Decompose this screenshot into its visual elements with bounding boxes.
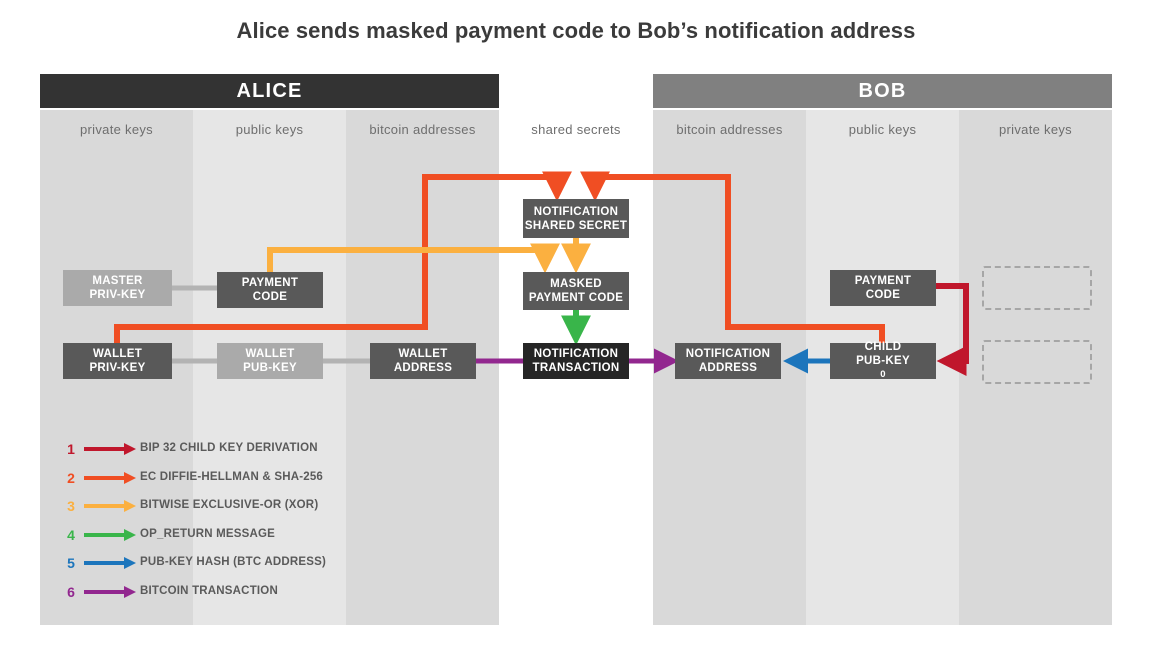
node-alice-wallet-address[interactable]: WALLET ADDRESS: [370, 343, 476, 379]
legend-number-2: 2: [67, 469, 75, 486]
node-bob-private-key-placeholder-1: [982, 266, 1092, 310]
legend-arrow-opreturn: [84, 528, 136, 541]
column-bob-private-keys: [959, 110, 1112, 625]
node-alice-wallet-priv-key[interactable]: WALLET PRIV-KEY: [63, 343, 172, 379]
node-alice-payment-code[interactable]: PAYMENT CODE: [217, 272, 323, 308]
column-label-bob-bitcoin-addresses: bitcoin addresses: [676, 122, 783, 137]
column-label-alice-private-keys: private keys: [80, 122, 153, 137]
legend-number-6: 6: [67, 583, 75, 600]
legend-label-pubkeyhash: PUB-KEY HASH (BTC ADDRESS): [140, 556, 327, 568]
legend-arrow-pubkeyhash: [84, 557, 136, 569]
node-bob-payment-code[interactable]: PAYMENT CODE: [830, 270, 936, 306]
column-label-alice-public-keys: public keys: [235, 122, 304, 137]
column-label-bob-public-keys: public keys: [848, 122, 917, 137]
node-notification-transaction[interactable]: NOTIFICATION TRANSACTION: [523, 343, 629, 379]
legend-label-opreturn: OP_RETURN MESSAGE: [140, 527, 276, 540]
legend-arrow-xor: [84, 500, 136, 512]
node-bob-notification-address[interactable]: NOTIFICATION ADDRESS: [675, 343, 781, 379]
party-header-bob: BOB: [653, 74, 1112, 108]
column-label-shared-secrets: shared secrets: [531, 122, 621, 137]
node-masked-payment-code[interactable]: MASKED PAYMENT CODE: [523, 272, 629, 310]
legend-number-1: 1: [67, 441, 75, 457]
legend-arrow-transaction: [84, 585, 136, 598]
legend-arrow-ecdh: [84, 471, 136, 484]
node-bob-private-key-placeholder-2: [982, 340, 1092, 384]
arrow-ecdh-bob-to-shared-secret: [580, 171, 885, 345]
child-index-subscript: 0: [880, 369, 886, 380]
legend-number-5: 5: [67, 555, 75, 571]
legend-label-ecdh: EC DIFFIE-HELLMAN & SHA-256: [140, 470, 324, 483]
legend-label-transaction: BITCOIN TRANSACTION: [140, 584, 278, 597]
arrow-bip32-payment-code-to-child-pubkey: [936, 283, 969, 376]
node-alice-wallet-pub-key[interactable]: WALLET PUB-KEY: [217, 343, 323, 379]
legend-number-4: 4: [67, 526, 75, 543]
column-label-alice-bitcoin-addresses: bitcoin addresses: [369, 122, 476, 137]
party-header-alice: ALICE: [40, 74, 499, 108]
legend-arrow-bip32: [84, 443, 136, 455]
column-label-bob-private-keys: private keys: [999, 122, 1072, 137]
page-title: Alice sends masked payment code to Bob’s…: [236, 18, 916, 43]
arrow-xor-payment-code-to-masked: [267, 243, 560, 274]
legend-label-xor: BITWISE EXCLUSIVE-OR (XOR): [140, 499, 319, 511]
legend-number-3: 3: [67, 498, 75, 514]
arrow-ecdh-alice-to-shared-secret: [114, 171, 572, 345]
node-alice-master-priv-key[interactable]: MASTER PRIV-KEY: [63, 270, 172, 306]
legend-label-bip32: BIP 32 CHILD KEY DERIVATION: [140, 442, 318, 454]
node-notification-shared-secret[interactable]: NOTIFICATION SHARED SECRET: [523, 199, 629, 238]
